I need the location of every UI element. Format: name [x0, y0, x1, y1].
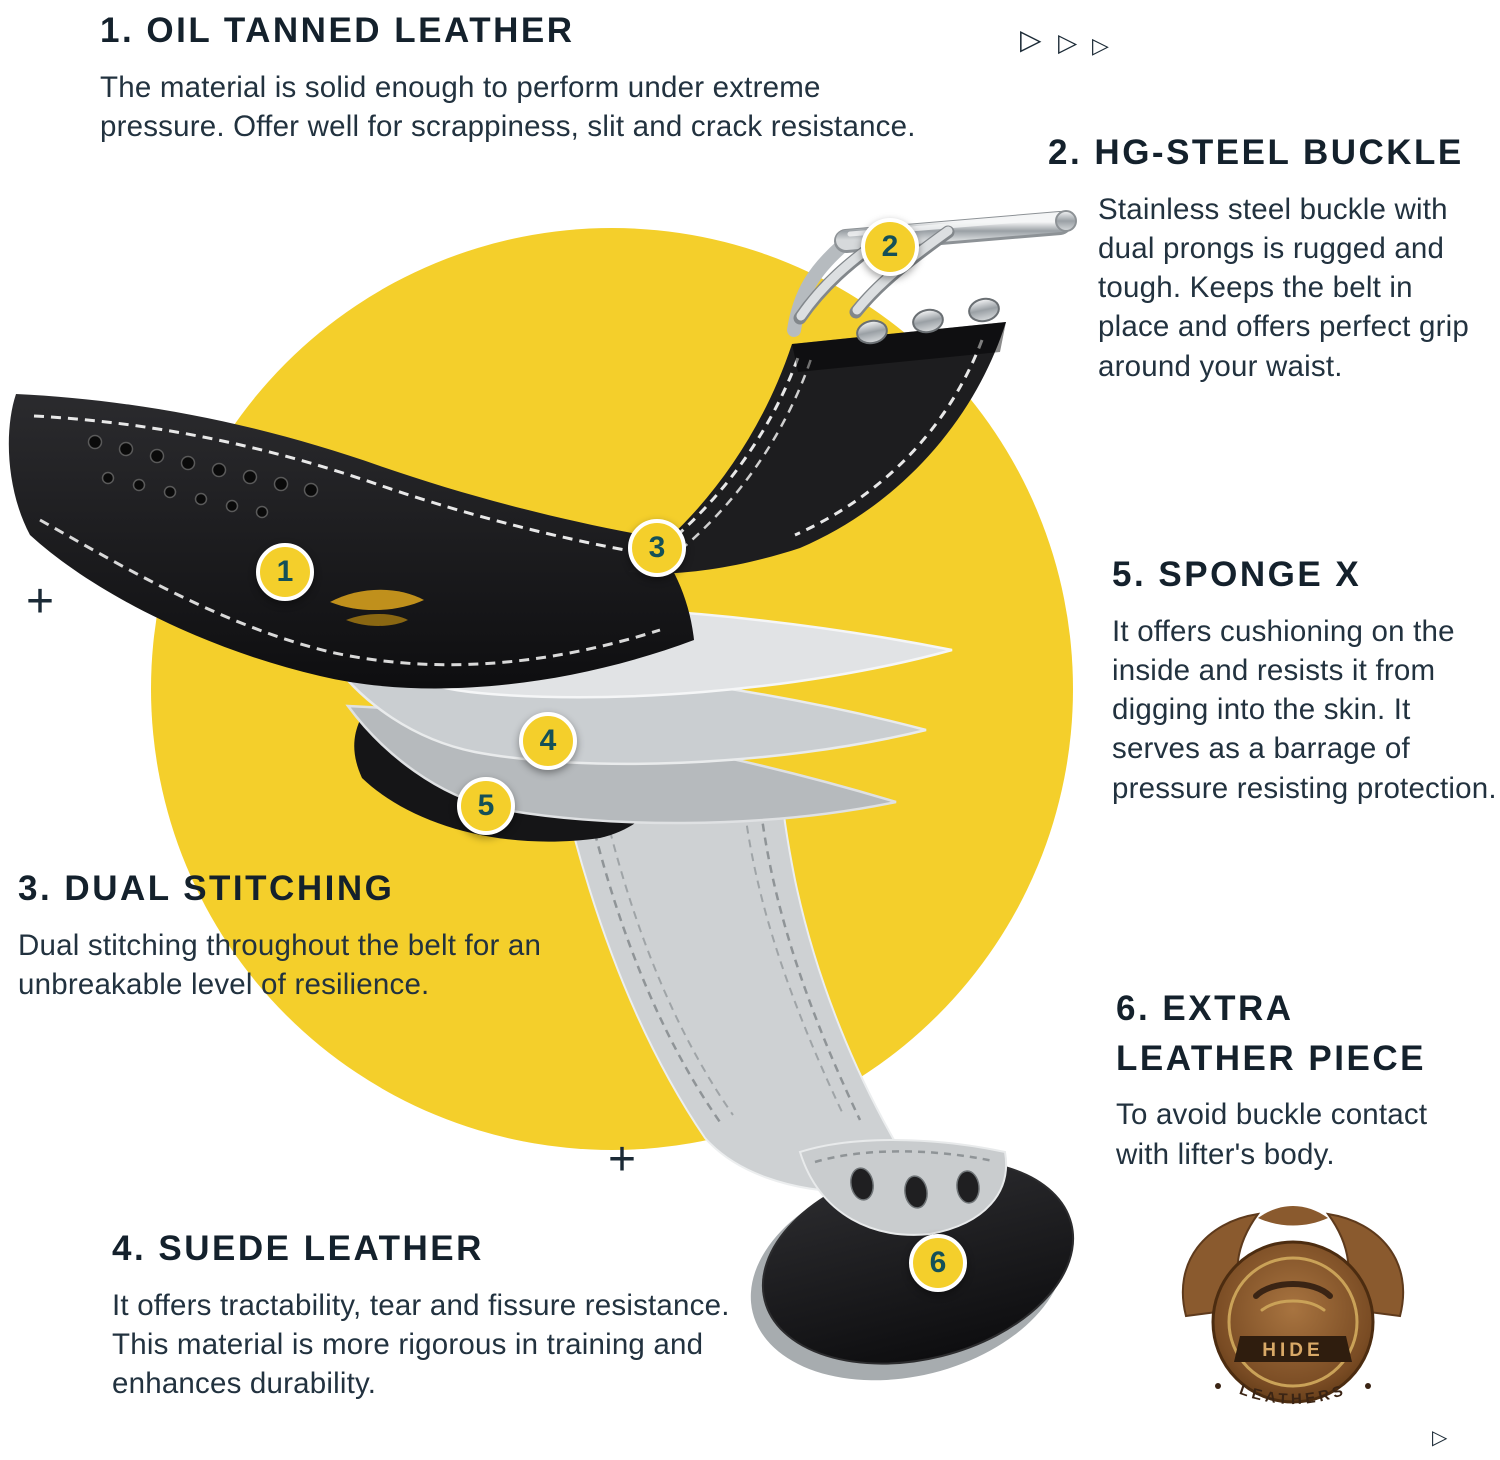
badge-6: 6: [909, 1234, 967, 1292]
feature-sponge-x: 5. SPONGE X It offers cushioning on the …: [1112, 550, 1500, 808]
belt-holes: [87, 434, 319, 519]
badge-2: 2: [861, 218, 919, 276]
feature-title: 4. SUEDE LEATHER: [112, 1229, 484, 1268]
feature-title: 6. EXTRA LEATHER PIECE: [1116, 989, 1426, 1078]
badge-1: 1: [256, 543, 314, 601]
plus-decoration: +: [26, 575, 55, 628]
belt-gold-mark: [330, 589, 424, 611]
triangle-decoration: ▷: [1058, 29, 1078, 57]
feature-oil-tanned-leather: 1. OIL TANNED LEATHER The material is so…: [100, 6, 950, 146]
feature-extra-leather-piece: 6. EXTRA LEATHER PIECE To avoid buckle c…: [1116, 984, 1451, 1174]
feature-body: Dual stitching throughout the belt for a…: [18, 928, 542, 1001]
feature-body: Stainless steel buckle with dual prongs …: [1098, 192, 1469, 383]
logo-banner-text: HIDE: [1262, 1340, 1323, 1361]
feature-body: It offers tractability, tear and fissure…: [112, 1288, 730, 1401]
logo-banner: [1234, 1336, 1352, 1362]
feature-title: 3. DUAL STITCHING: [18, 869, 395, 908]
triangle-decoration: ▷: [1432, 1427, 1448, 1449]
plus-decoration: +: [608, 1133, 637, 1186]
badge-4: 4: [519, 712, 577, 770]
feature-title: 1. OIL TANNED LEATHER: [100, 11, 575, 50]
badge-5: 5: [457, 777, 515, 835]
feature-dual-stitching: 3. DUAL STITCHING Dual stitching through…: [18, 864, 563, 1004]
extra-leather-paddle: [750, 1139, 1075, 1381]
logo-circle: [1211, 1240, 1375, 1404]
brand-logo: HIDE LEATHERS: [1181, 1206, 1405, 1408]
feature-suede-leather: 4. SUEDE LEATHER It offers tractability,…: [112, 1224, 762, 1403]
feature-title: 2. HG-STEEL BUCKLE: [1048, 133, 1464, 172]
feature-body: The material is solid enough to perform …: [100, 70, 916, 143]
belt-top-layer: [8, 394, 695, 689]
triangle-decoration: ▷: [1020, 24, 1042, 55]
triangle-decoration: ▷: [1092, 33, 1109, 58]
feature-hg-steel-buckle: 2. HG-STEEL BUCKLE Stainless steel buckl…: [1048, 128, 1498, 386]
feature-body: It offers cushioning on the inside and r…: [1112, 614, 1497, 805]
feature-body: To avoid buckle contact with lifter's bo…: [1116, 1098, 1428, 1171]
buckle-strap: [628, 322, 1006, 574]
badge-3: 3: [628, 519, 686, 577]
feature-title: 5. SPONGE X: [1112, 555, 1362, 594]
